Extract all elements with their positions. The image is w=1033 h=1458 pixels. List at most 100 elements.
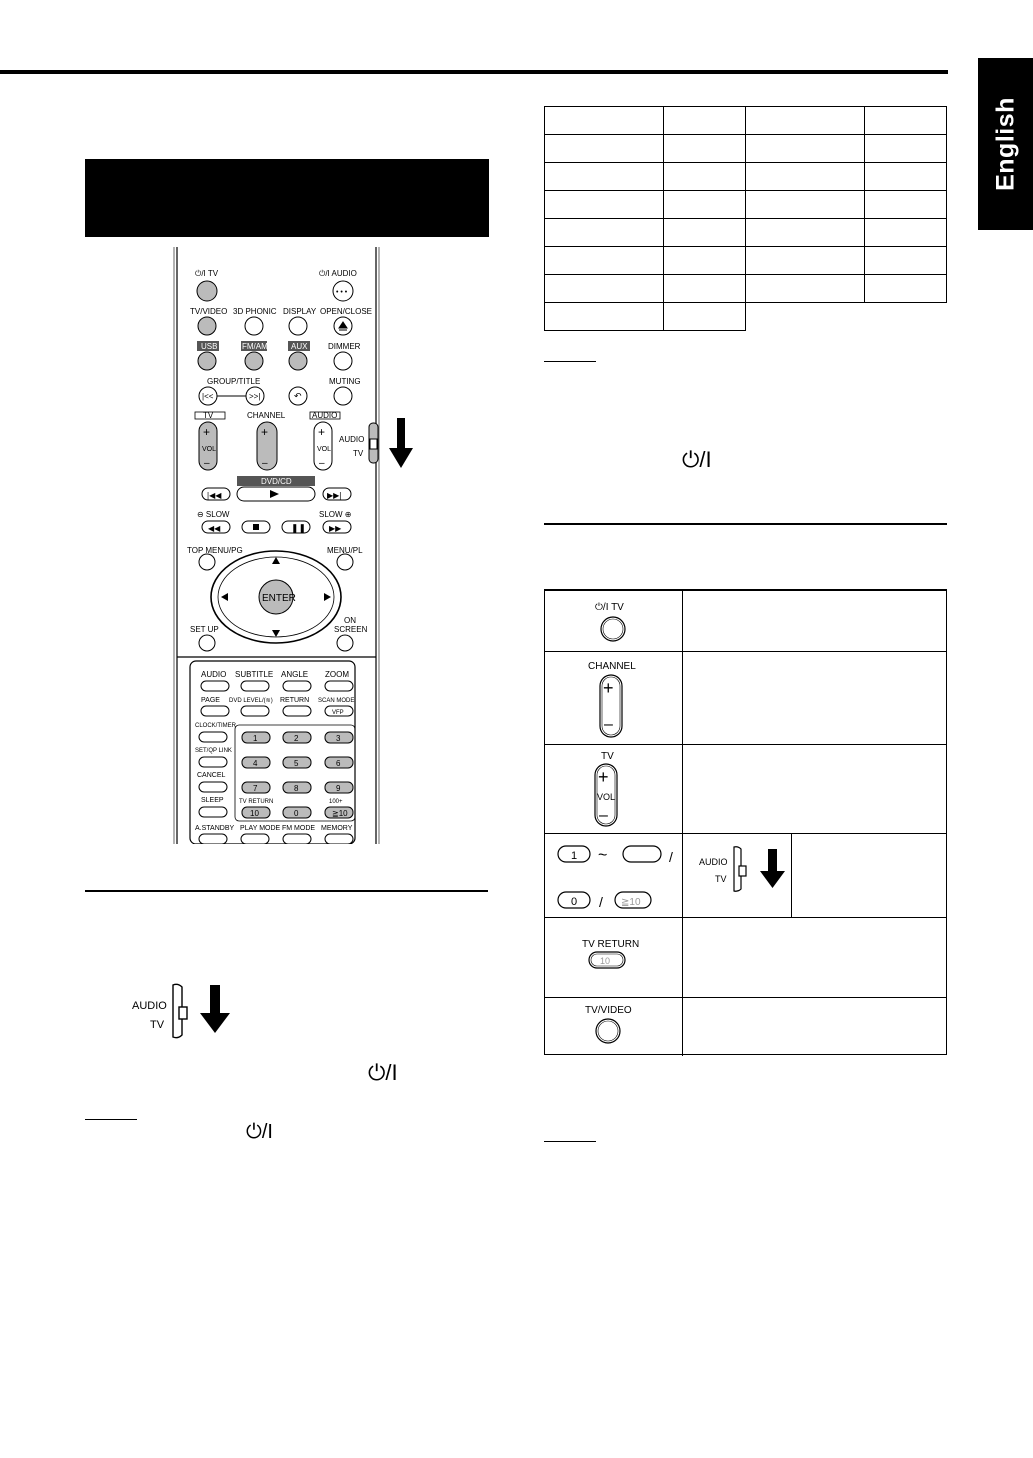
- a-standby-button[interactable]: [198, 833, 228, 844]
- top-menu-button[interactable]: [198, 553, 216, 571]
- digit-1-button[interactable]: [557, 845, 591, 863]
- digit-ge10-label: ≧10: [621, 897, 641, 908]
- phonic-button[interactable]: [244, 316, 264, 336]
- dots-icon: • • •: [336, 289, 348, 296]
- digit-blank-button[interactable]: [622, 845, 662, 863]
- vfp-button[interactable]: [324, 705, 354, 717]
- digit-0-button[interactable]: [282, 806, 312, 819]
- usb-button[interactable]: [197, 351, 217, 371]
- channel-label: CHANNEL: [588, 661, 636, 672]
- down-arrow-icon: [272, 630, 280, 637]
- digit-10-button[interactable]: [241, 806, 271, 819]
- fm-am-button[interactable]: [244, 351, 264, 371]
- set-qp-button[interactable]: [198, 756, 228, 768]
- clock-timer-button[interactable]: [198, 731, 228, 743]
- digit-ge10-button[interactable]: [324, 806, 354, 819]
- subtitle-label: SUBTITLE: [235, 670, 273, 679]
- audio-button[interactable]: [200, 680, 230, 692]
- table-row: ⏻/I TV: [545, 590, 946, 651]
- back-button[interactable]: [288, 386, 308, 406]
- digit-9-button[interactable]: [324, 781, 354, 794]
- play-mode-button[interactable]: [240, 833, 270, 844]
- table-cell: [864, 134, 947, 163]
- cancel-button[interactable]: [198, 781, 228, 793]
- play-mode-label: PLAY MODE: [240, 825, 281, 832]
- audio-tv-switch-illustration: AUDIO TV: [699, 846, 785, 892]
- down-arrow-icon: [200, 985, 230, 1033]
- tv-vol-rocker[interactable]: [198, 421, 218, 471]
- table-cell: [544, 274, 664, 303]
- channel-rocker[interactable]: [256, 421, 278, 471]
- table-cell: [663, 106, 746, 135]
- subtitle-button[interactable]: [240, 680, 270, 692]
- menu-pl-button[interactable]: [336, 553, 354, 571]
- digit-4-button[interactable]: [241, 756, 271, 769]
- language-tab: English: [978, 58, 1033, 230]
- fm-am-badge: [241, 341, 267, 351]
- digit-2-button[interactable]: [282, 731, 312, 744]
- power-tv-button[interactable]: [196, 280, 218, 302]
- digit-1-button[interactable]: [241, 731, 271, 744]
- memory-button[interactable]: [324, 833, 354, 844]
- digit-10-label: 10: [250, 809, 259, 818]
- slow-plus-button[interactable]: [322, 520, 352, 534]
- display-button[interactable]: [288, 316, 308, 336]
- digit-5-button[interactable]: [282, 756, 312, 769]
- on-screen-button[interactable]: [336, 634, 354, 652]
- digit-7-button[interactable]: [241, 781, 271, 794]
- digit-buttons-illustration: 1 ~ / 0 / ≧10: [557, 845, 673, 910]
- dimmer-button[interactable]: [333, 351, 353, 371]
- operations-table: ⏻/I TV CHANNEL + – TV + VOL – 1 ~: [544, 589, 947, 1056]
- next-button[interactable]: [322, 487, 352, 501]
- digit-ge10-label: ≧10: [332, 809, 348, 818]
- table-cell: [663, 274, 746, 303]
- digit-8-label: 8: [294, 784, 299, 793]
- slow-minus-button[interactable]: [201, 520, 231, 534]
- tv-video-button[interactable]: [197, 316, 217, 336]
- muting-button[interactable]: [333, 386, 353, 406]
- digit-0-button[interactable]: [557, 891, 591, 909]
- plus-icon: +: [603, 678, 614, 698]
- set-up-button[interactable]: [198, 634, 216, 652]
- digit-8-button[interactable]: [282, 781, 312, 794]
- previous-button[interactable]: [201, 487, 231, 501]
- table-cell: [663, 302, 746, 331]
- audio-vol-rocker[interactable]: [313, 421, 333, 471]
- switch-tv-label: TV: [353, 449, 364, 458]
- tv-video-label: TV/VIDEO: [585, 1005, 632, 1016]
- angle-label: ANGLE: [281, 670, 308, 679]
- digit-3-button[interactable]: [324, 731, 354, 744]
- sleep-label: SLEEP: [201, 797, 224, 804]
- minus-icon: –: [262, 458, 268, 469]
- power-audio-button[interactable]: [332, 280, 354, 302]
- table-row: TV + VOL –: [545, 744, 946, 833]
- scan-mode-label: SCAN MODE: [318, 698, 354, 704]
- fm-mode-button[interactable]: [282, 833, 312, 844]
- audio-vol-label: AUDIO: [312, 411, 337, 420]
- aux-button[interactable]: [288, 351, 308, 371]
- table-cell: [544, 302, 664, 331]
- channel-rocker[interactable]: + –: [598, 673, 624, 739]
- return-button[interactable]: [282, 705, 312, 717]
- note-underline: [544, 361, 596, 362]
- tv-return-button[interactable]: 10: [587, 950, 627, 970]
- enter-button[interactable]: [258, 579, 294, 615]
- dvd-level-button[interactable]: [240, 705, 270, 717]
- vfp-label: VFP: [332, 710, 344, 716]
- digit-6-button[interactable]: [324, 756, 354, 769]
- angle-button[interactable]: [282, 680, 312, 692]
- zoom-button[interactable]: [324, 680, 354, 692]
- sleep-button[interactable]: [198, 806, 228, 818]
- page-button[interactable]: [200, 705, 230, 717]
- table-cell: [745, 274, 865, 303]
- down-arrow-icon: [760, 849, 785, 888]
- set-qp-label: SET/QP LINK: [195, 748, 232, 754]
- tv-vol-rocker[interactable]: + VOL –: [593, 762, 619, 828]
- cancel-label: CANCEL: [197, 772, 226, 779]
- power-tv-button[interactable]: [599, 615, 627, 643]
- pause-button[interactable]: [281, 520, 311, 534]
- digit-ge10-button[interactable]: [614, 891, 652, 909]
- group-prev-button[interactable]: [198, 386, 218, 406]
- group-next-button[interactable]: [245, 386, 265, 406]
- tv-video-button[interactable]: [594, 1017, 622, 1045]
